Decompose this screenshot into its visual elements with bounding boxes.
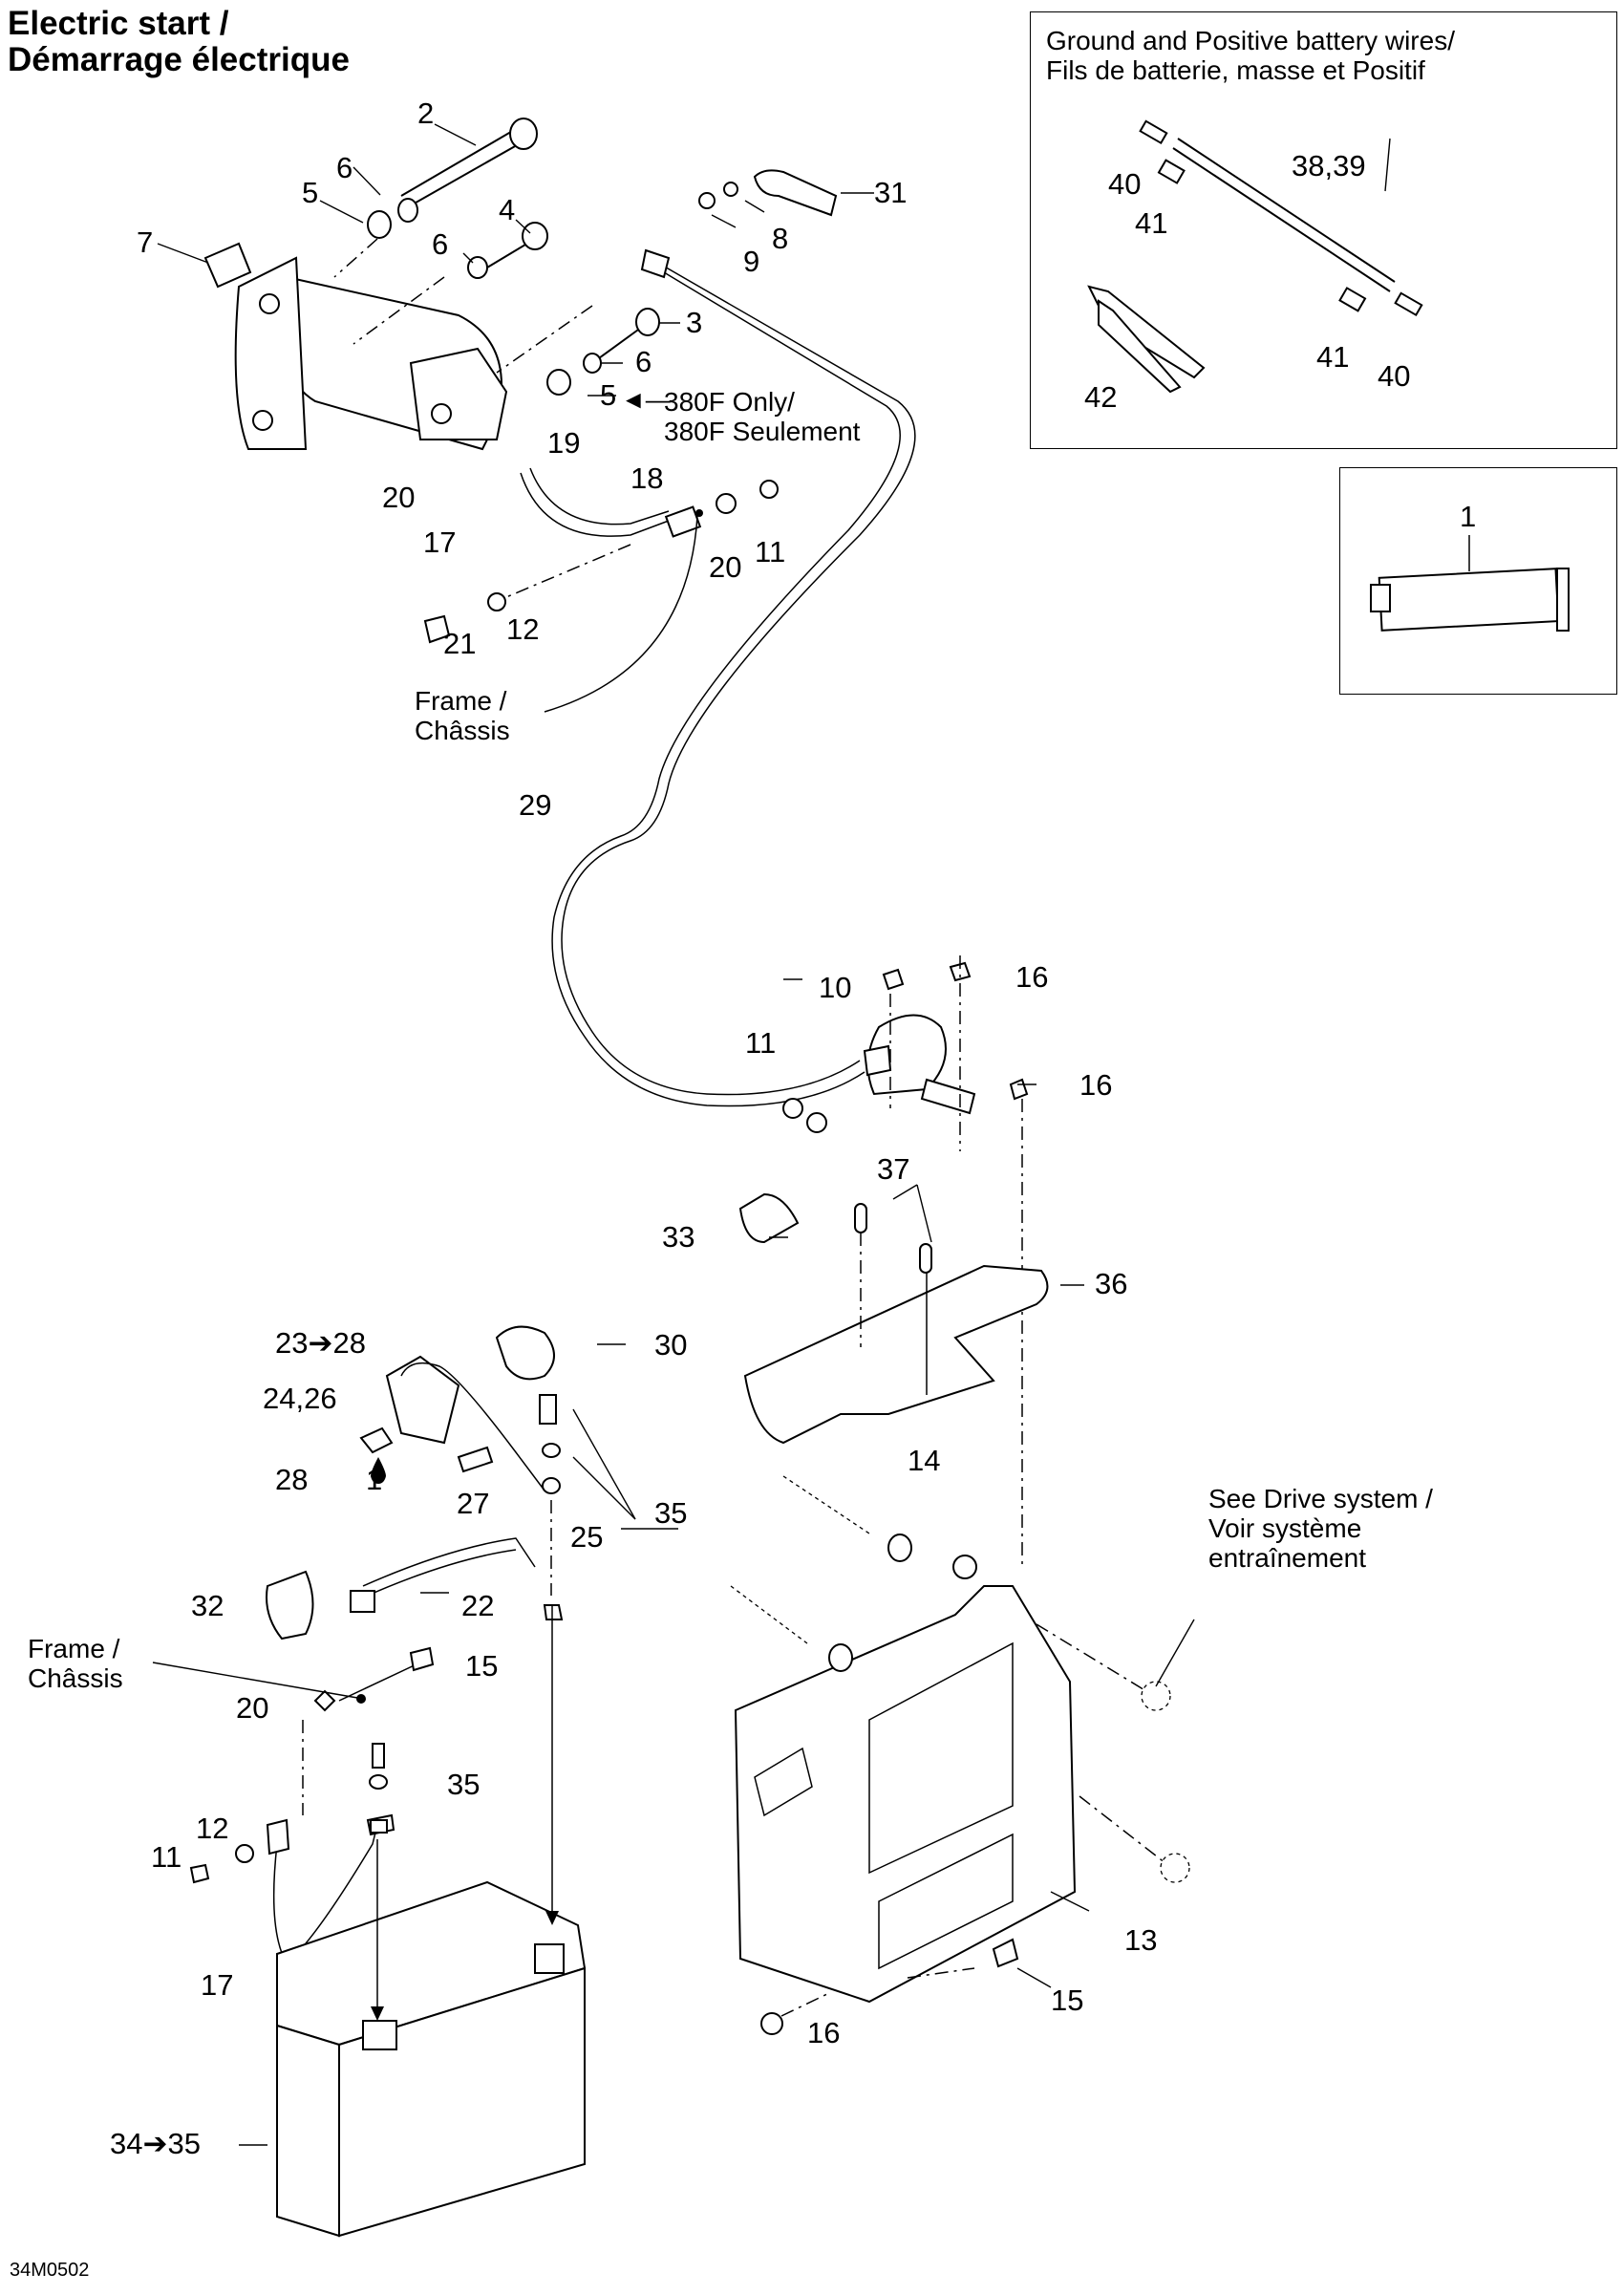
callout-leaders bbox=[152, 123, 1391, 2146]
callout-20[interactable]: 20 bbox=[709, 550, 742, 584]
battery-wires-inset: Ground and Positive battery wires/ Fils … bbox=[1030, 11, 1617, 449]
callout-31[interactable]: 31 bbox=[874, 176, 908, 209]
note-380f-french: 380F Seulement bbox=[664, 417, 861, 446]
callout-34-to-35[interactable]: 34➔35 bbox=[110, 2127, 201, 2160]
note-frame-bottom-english: Frame / bbox=[28, 1634, 120, 1663]
lubricant-tube bbox=[1370, 535, 1570, 632]
callout-15[interactable]: 15 bbox=[1051, 1984, 1084, 2017]
callout-35[interactable]: 35 bbox=[654, 1496, 688, 1530]
callout-32[interactable]: 32 bbox=[191, 1589, 224, 1622]
title-english: Electric start / bbox=[8, 5, 229, 42]
positive-cable-29 bbox=[551, 248, 916, 1107]
battery-wire-inset-art bbox=[1087, 119, 1423, 394]
callout-20[interactable]: 20 bbox=[382, 481, 416, 514]
callout-20[interactable]: 20 bbox=[236, 1691, 269, 1725]
callout-11[interactable]: 11 bbox=[755, 535, 786, 568]
drawing-code: 34M0502 bbox=[10, 2260, 90, 2281]
callout-1-grease[interactable]: 1 bbox=[366, 1463, 383, 1496]
callout-4[interactable]: 4 bbox=[499, 193, 516, 226]
callout-2[interactable]: 2 bbox=[417, 97, 435, 130]
callout-29[interactable]: 29 bbox=[519, 788, 552, 822]
callout-17[interactable]: 17 bbox=[201, 1968, 234, 2002]
callout-36[interactable]: 36 bbox=[1095, 1267, 1128, 1300]
callout-11[interactable]: 11 bbox=[151, 1840, 182, 1874]
callout-8[interactable]: 8 bbox=[772, 222, 789, 255]
callout-9[interactable]: 9 bbox=[743, 245, 760, 278]
callout-40[interactable]: 40 bbox=[1378, 359, 1411, 393]
note-drive-french-1: Voir système bbox=[1208, 1513, 1362, 1543]
callout-10[interactable]: 10 bbox=[819, 971, 852, 1004]
callout-7[interactable]: 7 bbox=[137, 225, 154, 259]
callout-42[interactable]: 42 bbox=[1084, 380, 1118, 414]
note-frame-top: Frame / Châssis bbox=[415, 686, 510, 745]
starter-bolts bbox=[333, 118, 660, 396]
callout-37[interactable]: 37 bbox=[877, 1152, 910, 1186]
callout-6[interactable]: 6 bbox=[635, 345, 652, 378]
callout-12[interactable]: 12 bbox=[506, 612, 540, 646]
note-380f-english: 380F Only/ bbox=[664, 387, 795, 417]
note-frame-top-french: Châssis bbox=[415, 716, 510, 745]
ground-cable-top bbox=[423, 467, 779, 713]
callout-16[interactable]: 16 bbox=[807, 2016, 841, 2049]
callout-33[interactable]: 33 bbox=[662, 1220, 695, 1254]
callout-24-26[interactable]: 24,26 bbox=[263, 1382, 337, 1415]
starter-solenoid bbox=[782, 955, 1029, 1567]
note-see-drive-system[interactable]: See Drive system / Voir système entraîne… bbox=[1208, 1484, 1433, 1573]
note-drive-french-2: entraînement bbox=[1208, 1543, 1366, 1573]
callout-35[interactable]: 35 bbox=[447, 1768, 481, 1801]
note-frame-bottom-french: Châssis bbox=[28, 1663, 123, 1693]
callout-41[interactable]: 41 bbox=[1316, 340, 1350, 374]
starter-motor bbox=[203, 242, 508, 451]
arrow-left-icon: ◄— bbox=[621, 385, 671, 414]
inset-title: Ground and Positive battery wires/ Fils … bbox=[1046, 26, 1455, 85]
callout-28[interactable]: 28 bbox=[275, 1463, 309, 1496]
callout-21[interactable]: 21 bbox=[443, 627, 477, 660]
title-french: Démarrage électrique bbox=[8, 41, 350, 78]
terminal-boot-32 bbox=[266, 1570, 314, 1641]
terminal-boot-33 bbox=[738, 1192, 800, 1244]
battery-tray-13 bbox=[730, 1475, 1190, 2035]
callout-11[interactable]: 11 bbox=[745, 1026, 777, 1060]
callout-40[interactable]: 40 bbox=[1108, 167, 1142, 201]
callout-19[interactable]: 19 bbox=[547, 426, 581, 460]
callout-22[interactable]: 22 bbox=[461, 1589, 495, 1622]
callout-23-to-28[interactable]: 23➔28 bbox=[275, 1326, 366, 1360]
callout-5[interactable]: 5 bbox=[600, 378, 617, 412]
inset-title-english: Ground and Positive battery wires/ bbox=[1046, 26, 1455, 55]
grease-drop-icon bbox=[371, 1457, 386, 1484]
callout-14[interactable]: 14 bbox=[908, 1444, 941, 1477]
callout-16[interactable]: 16 bbox=[1079, 1068, 1113, 1102]
callout-16[interactable]: 16 bbox=[1015, 960, 1049, 994]
callout-30[interactable]: 30 bbox=[654, 1328, 688, 1362]
callout-38-39[interactable]: 38,39 bbox=[1292, 149, 1366, 182]
callout-15[interactable]: 15 bbox=[465, 1649, 499, 1683]
note-drive-english: See Drive system / bbox=[1208, 1484, 1433, 1513]
callout-18[interactable]: 18 bbox=[630, 461, 664, 495]
callout-25[interactable]: 25 bbox=[570, 1520, 604, 1554]
callout-6[interactable]: 6 bbox=[432, 227, 449, 261]
fuse-holder bbox=[359, 1325, 564, 1620]
callout-27[interactable]: 27 bbox=[457, 1487, 490, 1520]
page-title: Electric start / Démarrage électrique bbox=[8, 6, 350, 78]
mounting-plate-36 bbox=[743, 1203, 1049, 1445]
callout-13[interactable]: 13 bbox=[1124, 1923, 1158, 1957]
battery-34 bbox=[276, 1605, 587, 2238]
note-380f-only: 380F Only/ 380F Seulement bbox=[664, 387, 860, 446]
callout-6[interactable]: 6 bbox=[336, 151, 353, 184]
callout-41[interactable]: 41 bbox=[1135, 206, 1168, 240]
terminal-boot-31 bbox=[753, 169, 838, 217]
inset-title-french: Fils de batterie, masse et Positif bbox=[1046, 55, 1425, 85]
battery-cable-22 bbox=[350, 1537, 536, 1613]
note-frame-bottom: Frame / Châssis bbox=[28, 1634, 123, 1693]
callout-12[interactable]: 12 bbox=[196, 1812, 229, 1845]
callout-3[interactable]: 3 bbox=[686, 306, 703, 339]
note-frame-top-english: Frame / bbox=[415, 686, 507, 716]
callout-1[interactable]: 1 bbox=[1460, 500, 1477, 533]
callout-17[interactable]: 17 bbox=[423, 525, 457, 559]
callout-5[interactable]: 5 bbox=[302, 176, 319, 209]
lubricant-inset bbox=[1339, 467, 1617, 695]
